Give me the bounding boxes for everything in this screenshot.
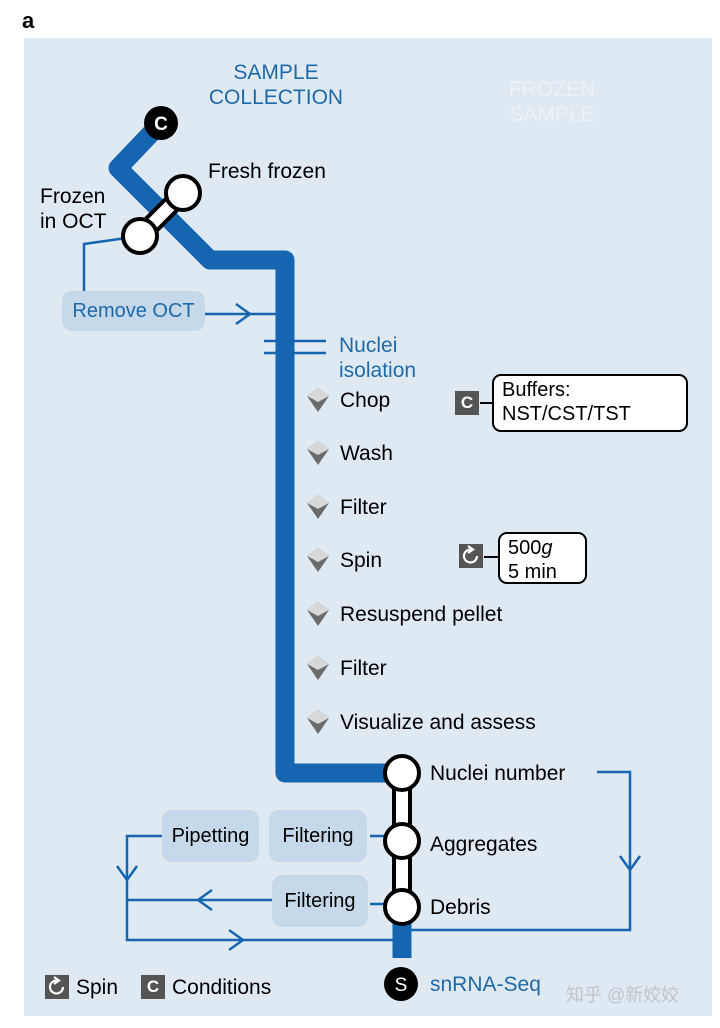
diamond-icon: [307, 710, 329, 734]
station-debris: [383, 888, 421, 926]
watermark: 知乎 @新姣姣: [566, 985, 680, 1005]
aggregates-label: Aggregates: [430, 833, 538, 856]
nuclei-isolation-line-2: isolation: [339, 359, 417, 383]
legend-spin-label: Spin: [76, 976, 119, 999]
spin-speed-unit: g: [541, 537, 553, 559]
legend-conditions-label: Conditions: [172, 976, 272, 999]
nuclei-number-loop: [402, 770, 632, 932]
terminal-collection-letter: C: [154, 114, 168, 135]
frozen-in-oct-label: Frozen in OCT: [40, 184, 107, 234]
spin-time: 5 min: [508, 560, 557, 583]
buffers-values: NST/CST/TST: [502, 402, 631, 425]
remove-oct-arrow: [235, 302, 253, 326]
station-fresh-frozen: [164, 174, 202, 212]
step-diamonds: [307, 388, 329, 734]
aggregates-loop-arrow-right: [228, 928, 246, 952]
terminal-snrna-circle: [384, 967, 418, 1001]
sample-collection-line-1: SAMPLE: [233, 61, 319, 84]
conditions-icon: C: [455, 391, 479, 415]
nuclei-number-label: Nuclei number: [430, 762, 566, 785]
spin-icon: [459, 544, 483, 568]
terminal-snrna-letter: S: [395, 975, 408, 996]
diamond-icon: [307, 602, 329, 626]
frozen-in-oct-line-1: Frozen: [40, 185, 106, 208]
diamond-icon: [307, 656, 329, 680]
station-aggregates: [383, 822, 421, 860]
debris-loop-arrow: [195, 888, 213, 912]
frozen-sample-line-1: FROZEN: [508, 78, 596, 101]
nuclei-isolation-line-1: Nuclei: [339, 334, 398, 357]
panel-letter: a: [22, 8, 35, 33]
aggregates-loop: [125, 834, 402, 942]
step-spin: Spin: [340, 549, 383, 572]
filtering-step-debris: Filtering: [272, 875, 368, 927]
buffers-box: Buffers: NST/CST/TST: [492, 374, 688, 432]
remove-oct-step: Remove OCT: [62, 291, 205, 331]
step-filter-2: Filter: [340, 657, 387, 680]
terminal-collection-circle: [144, 106, 178, 140]
frozen-in-oct-line-2: in OCT: [40, 210, 107, 234]
sample-collection-label: SAMPLE COLLECTION: [176, 60, 376, 110]
diamond-icon: [307, 495, 329, 519]
station-frozen-in-oct: [121, 217, 159, 255]
sample-collection-line-2: COLLECTION: [208, 86, 344, 110]
legend-conditions-icon: C: [141, 975, 165, 999]
nuclei-isolation-label: Nuclei isolation: [339, 333, 416, 383]
legend-spin-icon: [45, 975, 69, 999]
spin-settings-box: 500g 5 min: [498, 532, 587, 584]
step-chop: Chop: [340, 389, 391, 412]
debris-label: Debris: [430, 896, 491, 919]
buffers-title: Buffers:: [502, 379, 571, 401]
step-resuspend-pellet: Resuspend pellet: [340, 603, 503, 626]
spin-speed: 500g: [508, 537, 577, 561]
diamond-icon: [307, 548, 329, 572]
station-nuclei-number: [383, 754, 421, 792]
pipetting-step: Pipetting: [162, 810, 259, 862]
nuclei-loop-arrow: [618, 855, 642, 873]
filtering-step-aggregates: Filtering: [269, 810, 367, 862]
aggregates-loop-arrow-down: [115, 865, 139, 883]
spin-speed-value: 500: [508, 537, 542, 559]
step-visualize-assess: Visualize and assess: [340, 711, 536, 734]
frozen-sample-line-2: SAMPLE: [509, 103, 595, 127]
step-filter: Filter: [340, 496, 387, 519]
frozen-sample-label: FROZEN SAMPLE: [486, 77, 618, 127]
step-wash: Wash: [340, 442, 393, 465]
diamond-icon: [307, 441, 329, 465]
fresh-frozen-label: Fresh frozen: [208, 160, 326, 183]
snrna-seq-label: snRNA-Seq: [430, 973, 541, 996]
diamond-icon: [307, 388, 329, 412]
